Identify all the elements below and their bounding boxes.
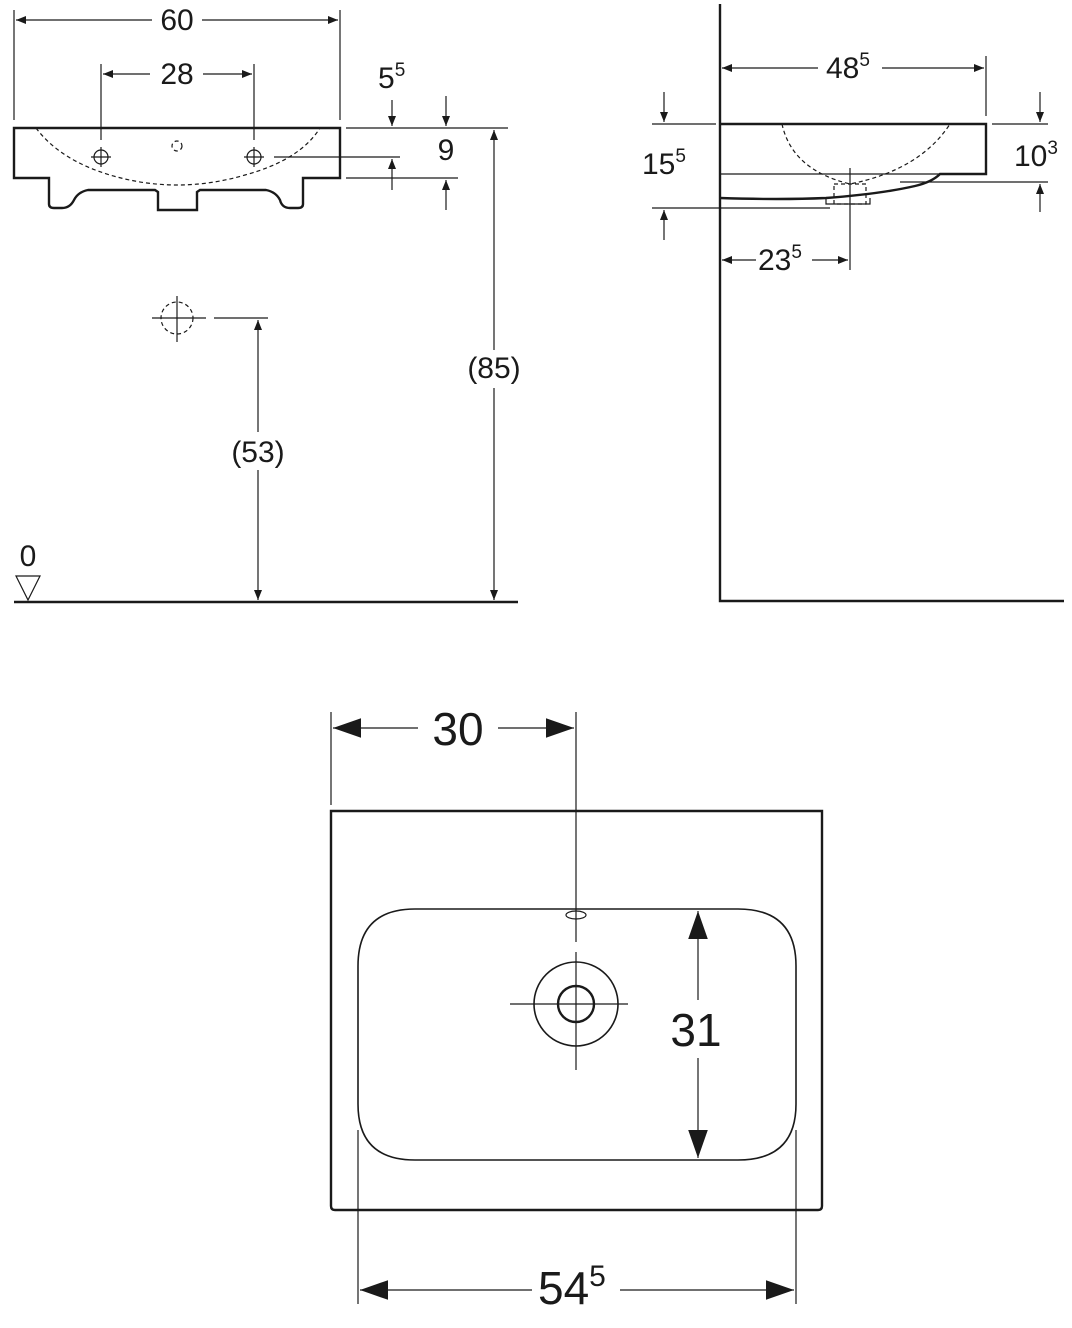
drain-icon bbox=[510, 952, 628, 1070]
dim-85-label: (85) bbox=[467, 352, 520, 385]
bowl-side-hidden bbox=[781, 123, 951, 185]
front-view: 60 28 55 9 (85) (53) bbox=[12, 4, 521, 604]
dim-5-5-label: 55 bbox=[378, 60, 405, 95]
dim-48-5-label: 485 bbox=[826, 50, 870, 85]
level-triangle-icon bbox=[15, 575, 41, 602]
dim-23-5-label: 235 bbox=[758, 242, 802, 277]
dim-30-label: 30 bbox=[432, 703, 483, 755]
bowl-top-outline bbox=[357, 908, 797, 1161]
floor-zero-label: 0 bbox=[20, 540, 37, 573]
basin-front-outline bbox=[12, 126, 342, 212]
dim-10-3-label: 103 bbox=[1014, 138, 1058, 173]
basin-side-outline bbox=[719, 122, 988, 201]
dim-9-label: 9 bbox=[438, 134, 455, 167]
tap-hole-left bbox=[91, 147, 111, 167]
dim-53-label: (53) bbox=[231, 436, 284, 469]
dim-60-label: 60 bbox=[160, 4, 193, 37]
outlet-symbol bbox=[152, 296, 206, 342]
dim-54-5-label: 545 bbox=[538, 1260, 606, 1314]
dim-31-label: 31 bbox=[670, 1004, 721, 1056]
side-view: 485 155 103 235 bbox=[642, 4, 1064, 603]
overflow-hole bbox=[171, 140, 183, 152]
wall-line bbox=[718, 4, 1064, 603]
dim-15-5-label: 155 bbox=[642, 146, 686, 181]
tap-hole-right bbox=[244, 147, 264, 167]
dim-28-label: 28 bbox=[160, 58, 193, 91]
basin-top-outline bbox=[329, 809, 824, 1212]
top-view: 30 31 545 bbox=[329, 703, 824, 1314]
